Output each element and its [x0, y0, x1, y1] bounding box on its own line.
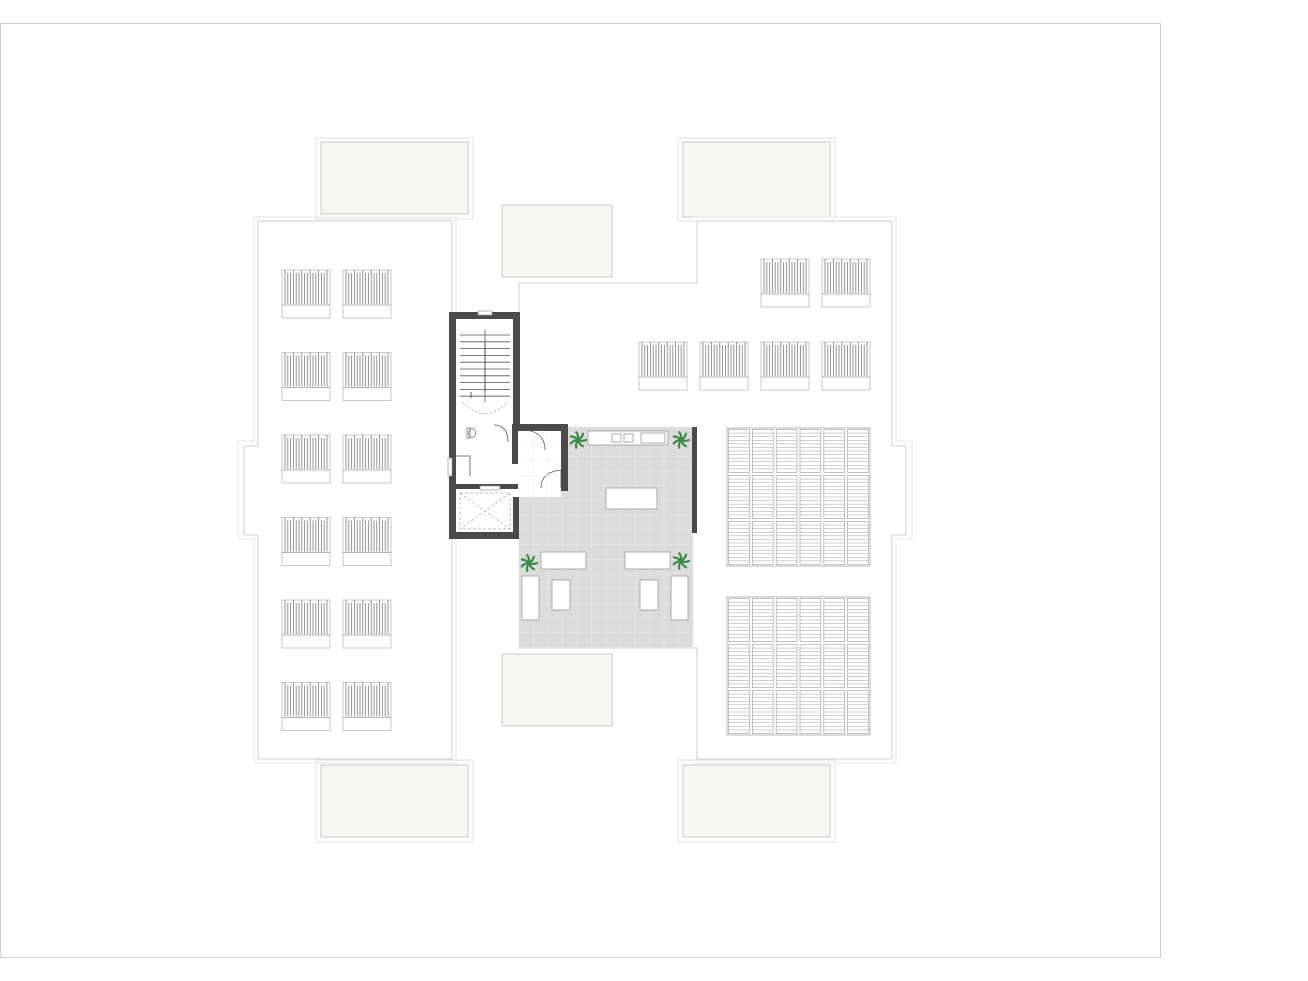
- stair-core-interior: [456, 319, 513, 532]
- balcony-bottom-left: [320, 764, 469, 838]
- balcony-top-middle: [501, 204, 613, 278]
- door-swing-icon: [456, 424, 562, 489]
- sheet-frame: [0, 23, 1161, 958]
- terrace-furniture: [521, 487, 689, 621]
- palm-plant-icon: [569, 431, 588, 449]
- balconies: [320, 141, 831, 838]
- balcony-bottom-right: [682, 764, 831, 838]
- door-hall-right: [540, 469, 562, 489]
- solar-collector-icon: [821, 341, 871, 391]
- solar-collector-icon: [281, 434, 331, 484]
- grill-icon: [640, 432, 666, 444]
- solar-collector-icon: [281, 269, 331, 319]
- hall-floor-grid: [520, 431, 561, 497]
- terrace-plants: [520, 431, 691, 572]
- toilet-icon: [466, 427, 476, 439]
- balcony-top-left: [320, 141, 469, 215]
- window-top: [477, 310, 493, 316]
- solar-collector-icon: [281, 682, 331, 731]
- sink-icon: [611, 433, 622, 443]
- sofa-right-back: [624, 551, 671, 570]
- solar-arrays: [726, 427, 871, 736]
- solar-collector-icon: [342, 599, 392, 649]
- stair-direction-arrow: [470, 343, 486, 398]
- coffee-table-right: [639, 579, 659, 611]
- solar-collector-icon: [821, 258, 871, 308]
- balcony-top-right: [682, 141, 831, 218]
- solar-collectors: [281, 258, 871, 731]
- solar-collector-icon: [281, 517, 331, 566]
- hall-interior: [512, 431, 561, 497]
- stair-core: [447, 310, 568, 539]
- cooktop-icon: [623, 433, 634, 443]
- right-wing-parapet: [693, 216, 913, 764]
- stair-landing-arc: [461, 401, 509, 414]
- door-hall-top: [524, 429, 546, 451]
- sofa-left-back: [540, 551, 587, 570]
- balcony-bottom-middle: [501, 653, 613, 727]
- palm-plant-icon: [672, 431, 691, 449]
- solar-array: [726, 596, 871, 736]
- solar-collector-icon: [342, 352, 392, 401]
- palm-plant-icon: [672, 552, 691, 570]
- solar-collector-icon: [638, 341, 688, 391]
- stair-core-walls: [449, 312, 568, 539]
- coffee-table-left: [551, 579, 571, 611]
- solar-collector-icon: [760, 258, 810, 308]
- sofa-right-side: [670, 575, 689, 621]
- sofa-left-side: [521, 575, 540, 621]
- balcony-outer-outlines: [315, 137, 836, 843]
- solar-array: [726, 427, 871, 567]
- solar-collector-icon: [342, 434, 392, 484]
- solar-collector-icon: [760, 341, 810, 391]
- solar-collector-icon: [699, 341, 749, 391]
- window-left: [447, 457, 453, 477]
- solar-collector-icon: [281, 599, 331, 649]
- elevator-shaft: [459, 492, 511, 530]
- terrace-divider-wall: [692, 427, 697, 533]
- solar-collector-icon: [281, 352, 331, 401]
- solar-collector-icon: [342, 682, 392, 731]
- window-elevator: [479, 485, 501, 491]
- solar-collector-icon: [342, 269, 392, 319]
- door-core-inner: [493, 424, 509, 443]
- kitchen-counter: [587, 430, 669, 446]
- door-left: [456, 455, 471, 476]
- solar-collector-icon: [342, 517, 392, 566]
- palm-plant-icon: [520, 554, 539, 572]
- dining-table: [605, 487, 658, 510]
- core-partition-2: [512, 424, 518, 464]
